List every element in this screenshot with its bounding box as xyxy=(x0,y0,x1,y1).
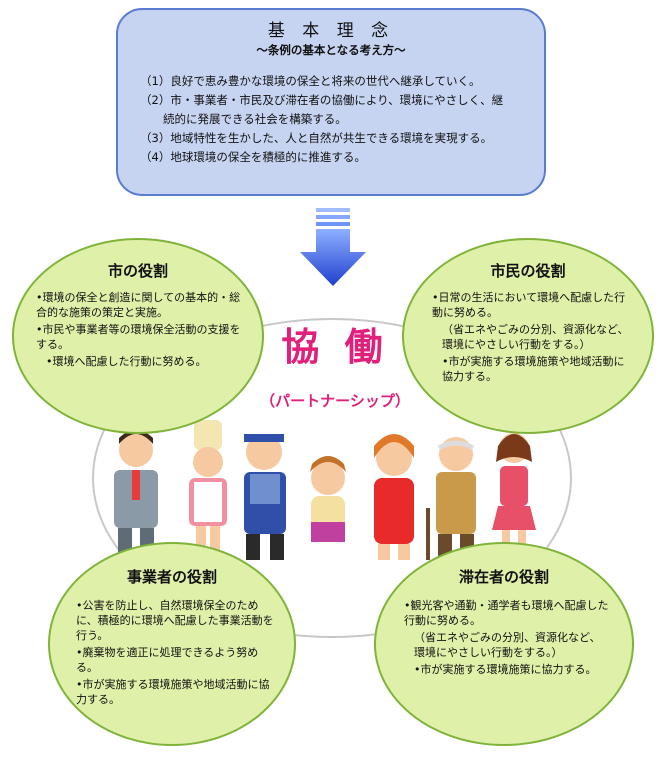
citizen-role-circle: 市民の役割 •日常の生活において環境へ配慮した行動に努める。 （省エネやごみの分… xyxy=(402,238,654,434)
partnership-label: （パートナーシップ） xyxy=(260,392,410,410)
partnership-ring xyxy=(92,318,572,638)
business-role-text: •公害を防止し、自然環境保全のために、積極的に環境へ配慮した事業活動を行う。 •… xyxy=(76,598,276,709)
business-role-item: •市が実施する環境施策や地域活動に協力する。 xyxy=(76,678,270,706)
principle-item: 続的に発展できる社会を構築する。 xyxy=(140,112,347,126)
city-role-item: •市民や事業者等の環境保全活動の支援をする。 xyxy=(36,323,241,351)
citizen-role-item: •日常の生活において環境へ配慮した行動に努める。 xyxy=(432,291,626,319)
principles-box: 基 本 理 念 ～条例の基本となる考え方～ （1）良好で恵み豊かな環境の保全と将… xyxy=(116,8,546,196)
business-role-title: 事業者の役割 xyxy=(126,568,217,586)
visitor-role-title: 滞在者の役割 xyxy=(458,568,549,586)
city-role-item: •環境へ配慮した行動に努める。 xyxy=(46,355,207,368)
principles-list: （1）良好で恵み豊かな環境の保全と将来の世代へ継承していく。 （2）市・事業者・… xyxy=(140,72,534,167)
principles-title: 基 本 理 念 xyxy=(267,21,395,41)
city-role-title: 市の役割 xyxy=(107,262,168,280)
kyodo-title: 協 働 xyxy=(281,325,389,369)
city-role-circle: 市の役割 •環境の保全と創造に関しての基本的・総合的な施策の策定と実施。 •市民… xyxy=(12,238,264,434)
visitor-role-text: •観光客や通勤・通学者も環境へ配慮した行動に努める。 （省エネやごみの分別、資源… xyxy=(404,598,610,679)
visitor-role-item: •市が実施する環境施策に協力する。 xyxy=(414,663,597,676)
visitor-role-circle: 滞在者の役割 •観光客や通勤・通学者も環境へ配慮した行動に努める。 （省エネやご… xyxy=(374,542,634,746)
principle-item: （3）地域特性を生かした、人と自然が共生できる環境を実現する。 xyxy=(140,131,493,145)
visitor-role-item: •観光客や通勤・通学者も環境へ配慮した行動に努める。 xyxy=(404,599,609,627)
city-role-item: •環境の保全と創造に関しての基本的・総合的な施策の策定と実施。 xyxy=(36,291,241,319)
down-arrow-icon xyxy=(300,208,366,286)
principle-item: （4）地球環境の保全を積極的に推進する。 xyxy=(140,150,366,164)
business-role-item: •廃棄物を適正に処理できるよう努める。 xyxy=(76,646,259,674)
business-role-item: •公害を防止し、自然環境保全のために、積極的に環境へ配慮した事業活動を行う。 xyxy=(76,599,274,642)
people-illustration-icon xyxy=(114,420,536,560)
visitor-role-item: （省エネやごみの分別、資源化など、環境にやさしい行動をする。） xyxy=(414,631,601,659)
citizen-role-title: 市民の役割 xyxy=(490,262,566,280)
citizen-role-text: •日常の生活において環境へ配慮した行動に努める。 （省エネやごみの分別、資源化な… xyxy=(432,290,632,386)
citizen-role-item: •市が実施する環境施策や地域活動に協力する。 xyxy=(442,355,625,383)
principle-item: （2）市・事業者・市民及び滞在者の協働により、環境にやさしく、継 xyxy=(140,93,504,107)
citizen-role-item: （省エネやごみの分別、資源化など、環境にやさしい行動をする。） xyxy=(442,323,629,351)
principles-subtitle: ～条例の基本となる考え方～ xyxy=(256,43,406,57)
city-role-text: •環境の保全と創造に関しての基本的・総合的な施策の策定と実施。 •市民や事業者等… xyxy=(36,290,242,371)
business-role-circle: 事業者の役割 •公害を防止し、自然環境保全のために、積極的に環境へ配慮した事業活… xyxy=(48,542,296,746)
principle-item: （1）良好で恵み豊かな環境の保全と将来の世代へ継承していく。 xyxy=(140,74,481,88)
